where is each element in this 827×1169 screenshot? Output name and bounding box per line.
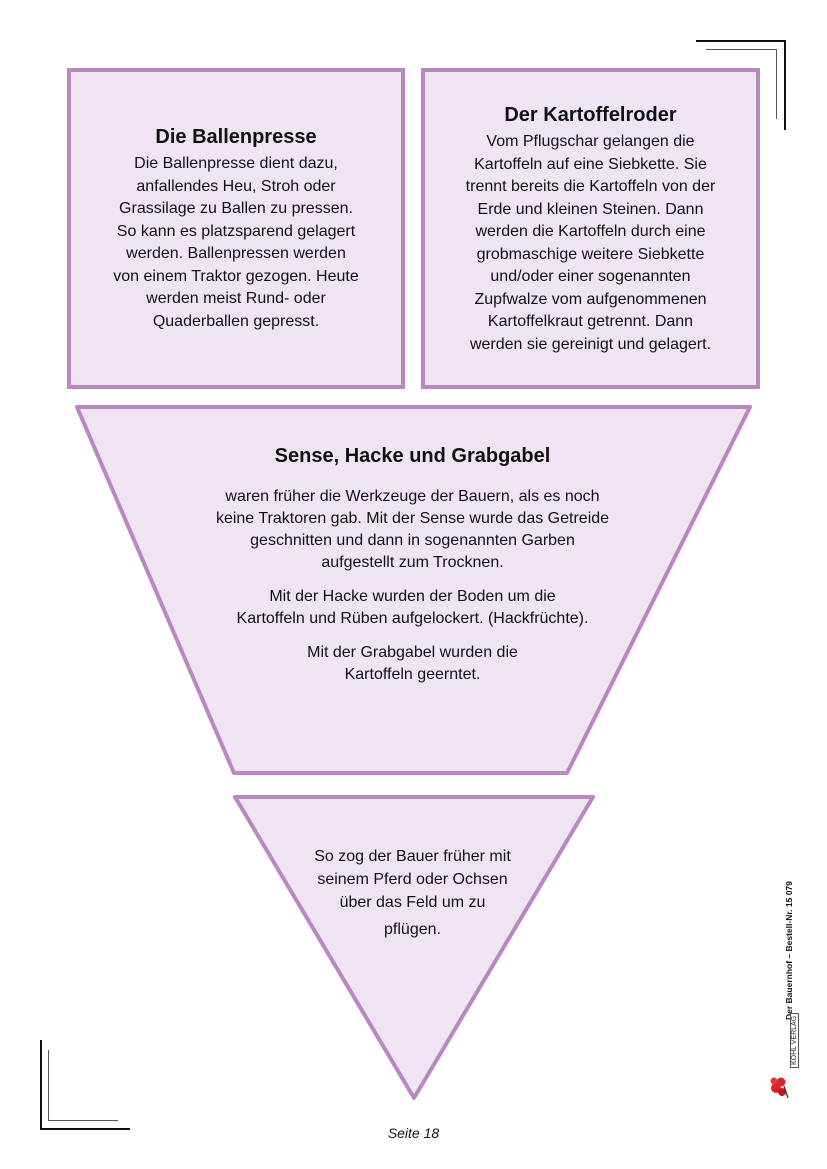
- ballenpresse-line: So kann es platzsparend gelagert: [116, 222, 356, 240]
- page-number: Seite 18: [387, 1125, 440, 1141]
- kartoffelroder-line: werden sie gereinigt und gelagert.: [469, 335, 712, 353]
- werkzeuge-line: waren früher die Werkzeuge der Bauern, a…: [225, 488, 600, 505]
- ballenpresse-line: Grassilage zu Ballen zu pressen.: [119, 200, 353, 217]
- pflug-line: pflügen.: [384, 921, 441, 938]
- large-triangle: [75, 405, 752, 775]
- kartoffelroder-line: Erde und kleinen Steinen. Dann: [477, 200, 704, 218]
- corner-bottom-left-h: [40, 1128, 130, 1130]
- werkzeuge-title: Sense, Hacke und Grabgabel: [274, 445, 551, 467]
- kartoffelroder-line: Vom Pflugschar gelangen die: [486, 133, 695, 150]
- corner-bottom-left-v-inner: [48, 1050, 49, 1120]
- ballenpresse-line: Die Ballenpresse dient dazu,: [134, 155, 338, 172]
- ballenpresse-title: Die Ballenpresse: [155, 126, 317, 148]
- werkzeuge-paragraph-3: Mit der Grabgabel wurden die Kartoffeln …: [160, 642, 665, 686]
- werkzeuge-line: Kartoffeln und Rüben aufgelockert. (Hack…: [236, 610, 589, 627]
- pflug-line: seinem Pferd oder Ochsen: [317, 871, 508, 888]
- kartoffelroder-line: trennt bereits die Kartoffeln von der: [465, 178, 716, 195]
- corner-top-right-v: [784, 40, 786, 130]
- werkzeuge-line: Kartoffeln geerntet.: [344, 666, 481, 683]
- pflug-text: So zog der Bauer früher mit seinem Pferd…: [285, 845, 540, 941]
- side-order-info: Der Bauernhof – Bestell-Nr. 15 079: [784, 881, 794, 1020]
- werkzeuge-paragraph-2: Mit der Hacke wurden der Boden um die Ka…: [160, 586, 665, 630]
- werkzeuge-line: aufgestellt zum Trocknen.: [321, 554, 504, 571]
- kartoffelroder-box: Der Kartoffelroder Vom Pflugschar gelang…: [421, 68, 760, 389]
- kartoffelroder-line: Kartoffelkraut getrennt. Dann: [487, 313, 694, 330]
- publisher-logo-icon: [770, 1077, 789, 1099]
- ballenpresse-box: Die Ballenpresse Die Ballenpresse dient …: [67, 68, 405, 389]
- small-triangle: [233, 795, 595, 1100]
- kartoffelroder-line: grobmaschige weitere Siebkette: [476, 245, 705, 263]
- pflug-line: So zog der Bauer früher mit: [314, 848, 511, 865]
- kartoffelroder-line: Kartoffeln auf eine Siebkette. Sie: [474, 155, 707, 173]
- corner-top-right-h-inner: [706, 49, 776, 50]
- kartoffelroder-line: werden die Kartoffeln durch eine: [475, 223, 706, 240]
- werkzeuge-line: keine Traktoren gab. Mit der Sense wurde…: [215, 510, 610, 527]
- corner-top-right-v-inner: [776, 49, 777, 119]
- ballenpresse-line: werden meist Rund- oder: [146, 290, 326, 307]
- kartoffelroder-line: und/oder einer sogenannten: [490, 268, 691, 285]
- pflug-line: über das Feld um zu: [339, 894, 486, 911]
- kartoffelroder-title: Der Kartoffelroder: [504, 104, 677, 126]
- corner-bottom-left-v: [40, 1040, 42, 1130]
- ballenpresse-line: werden. Ballenpressen werden: [126, 245, 346, 262]
- publisher-name: KOHL VERLAG: [790, 1012, 799, 1068]
- werkzeuge-text: Sense, Hacke und Grabgabel waren früher …: [160, 445, 665, 698]
- kartoffelroder-line: Zupfwalze vom aufgenommenen: [474, 290, 707, 308]
- werkzeuge-line: geschnitten und dann in sogenannten Garb…: [250, 532, 575, 549]
- ballenpresse-line: von einem Traktor gezogen. Heute: [113, 267, 359, 285]
- werkzeuge-line: Mit der Hacke wurden der Boden um die: [269, 588, 556, 605]
- werkzeuge-line: Mit der Grabgabel wurden die: [307, 644, 518, 661]
- ballenpresse-line: anfallendes Heu, Stroh oder: [136, 177, 336, 195]
- ballenpresse-line: Quaderballen gepresst.: [152, 312, 320, 330]
- corner-bottom-left-h-inner: [48, 1120, 118, 1121]
- werkzeuge-paragraph-1: waren früher die Werkzeuge der Bauern, a…: [160, 486, 665, 574]
- corner-top-right-h: [696, 40, 786, 42]
